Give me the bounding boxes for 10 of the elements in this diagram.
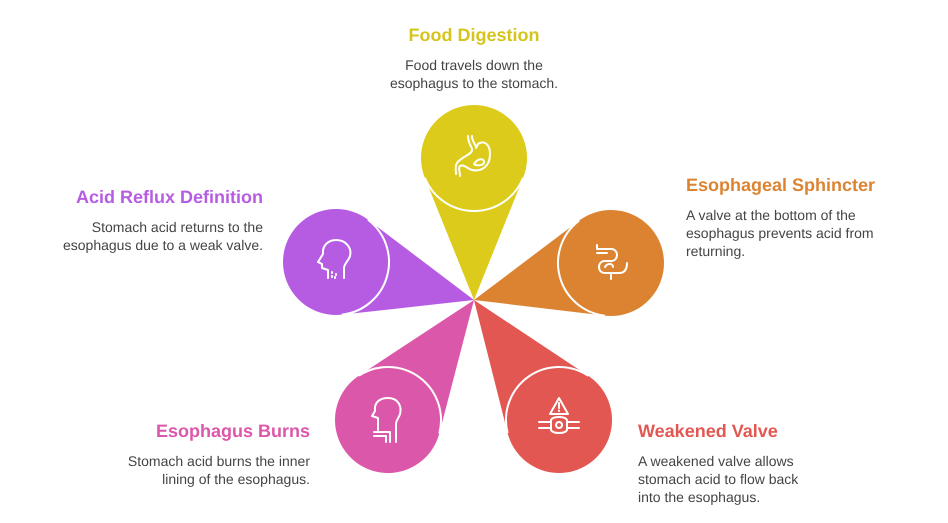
section-heading: Esophageal Sphincter — [686, 174, 876, 196]
section-heading: Weakened Valve — [638, 420, 779, 442]
description-text: A weakened valve allows stomach acid to flow back into the esophagus. — [638, 452, 800, 506]
description-text: Stomach acid burns the inner lining of the esophagus. — [126, 452, 310, 488]
section-heading: Esophagus Burns — [154, 420, 310, 442]
description-text: A valve at the bottom of the esophagus prevents acid from returning. — [686, 206, 875, 260]
description-text: Food travels down the esophagus to the stomach. — [388, 56, 560, 92]
section-heading: Acid Reflux Definition — [74, 186, 263, 208]
section-heading: Food Digestion — [408, 24, 540, 46]
description-text: Stomach acid returns to the esophagus due to a weak valve. — [62, 218, 263, 254]
